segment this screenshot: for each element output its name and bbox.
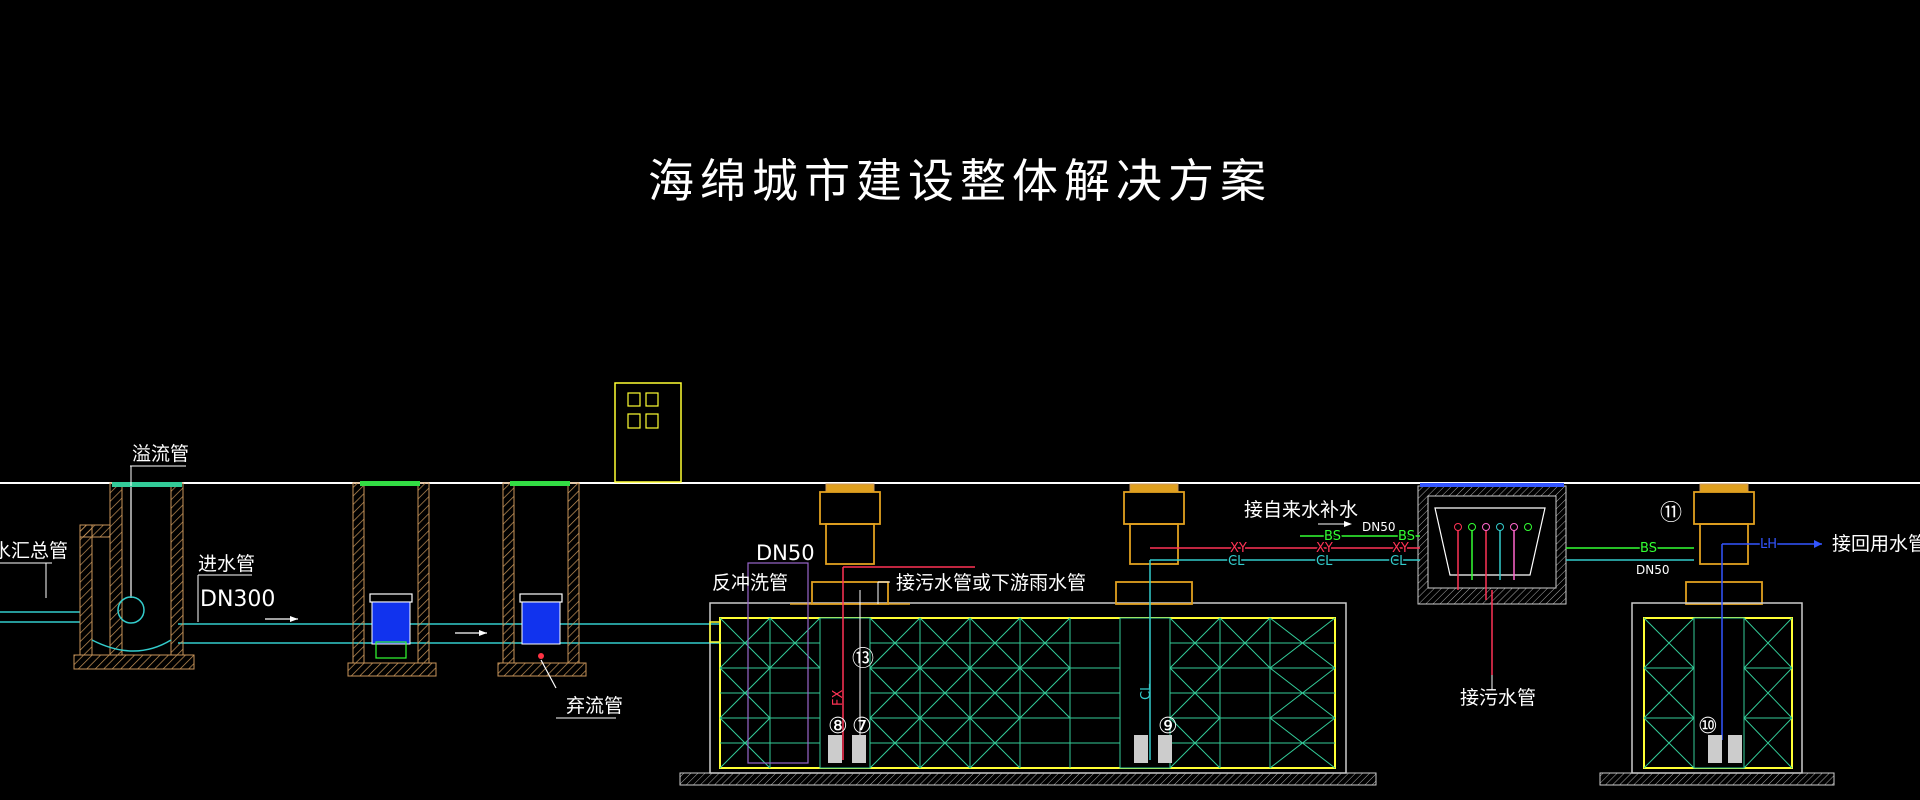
label-backwash-pipe: 反冲洗管 — [712, 572, 788, 594]
shaft-middle — [1115, 483, 1193, 605]
label-reuse-pipe: 接回用水管 — [1832, 533, 1920, 555]
code-cl-3: CL — [1390, 554, 1407, 569]
label-makeup-dn: DN50 — [1362, 520, 1396, 534]
tank-grid-modules — [719, 617, 1336, 769]
flush-well-2 — [497, 481, 587, 689]
label-tap-water-makeup: 接自来水补水 — [1244, 499, 1358, 521]
equipment-room — [1417, 483, 1567, 605]
label-overflow-pipe: 溢流管 — [132, 443, 189, 465]
code-cl-4: CL — [1139, 683, 1154, 700]
label-inlet-dn: DN300 — [200, 587, 275, 612]
code-bs-2: BS — [1398, 529, 1415, 544]
label-collector-pipe: 水汇总管 — [0, 540, 68, 562]
inlet-pipe — [0, 611, 720, 644]
code-bs-1: BS — [1324, 529, 1341, 544]
code-cl-1: CL — [1228, 554, 1245, 569]
pipe-network — [747, 535, 1822, 764]
marker-11: ⑪ — [1660, 501, 1682, 526]
shaft-left — [790, 483, 910, 605]
marker-10: ⑩ — [1698, 714, 1718, 739]
code-lh: LH — [1760, 537, 1777, 552]
building — [614, 382, 682, 483]
label-sewage-rain-pipe: 接污水管或下游雨水管 — [896, 572, 1086, 594]
equipment-markers: ⑧ ⑦ ⑬ ⑨ ⑩ ⑪ — [828, 501, 1718, 739]
code-cl-2: CL — [1316, 554, 1333, 569]
pipe-code-labels: XY CL XY BS CL XY BS CL BS LH FX CL — [831, 528, 1779, 707]
code-xy-2: XY — [1316, 541, 1333, 556]
overflow-well — [73, 482, 195, 670]
marker-8: ⑧ — [828, 714, 848, 739]
code-xy-1: XY — [1230, 541, 1247, 556]
label-backwash-dn: DN50 — [756, 541, 815, 565]
page-title: 海绵城市建设整体解决方案 — [648, 154, 1272, 208]
flush-well-1 — [347, 481, 437, 677]
label-inlet-pipe: 进水管 — [198, 553, 255, 575]
label-reuse-dn: DN50 — [1636, 563, 1670, 577]
label-first-flush-pipe: 弃流管 — [566, 695, 623, 717]
marker-13: ⑬ — [852, 647, 874, 672]
labels: 溢流管 水汇总管 进水管 DN300 弃流管 DN50 反冲洗管 接污水管或下游… — [0, 443, 1920, 719]
marker-7: ⑦ — [852, 714, 872, 739]
storage-tank — [679, 602, 1377, 786]
label-sewage-pipe: 接污水管 — [1460, 687, 1536, 709]
code-fx: FX — [831, 690, 846, 706]
marker-9: ⑨ — [1158, 714, 1178, 739]
code-bs-3: BS — [1640, 541, 1657, 556]
code-xy-3: XY — [1392, 541, 1409, 556]
